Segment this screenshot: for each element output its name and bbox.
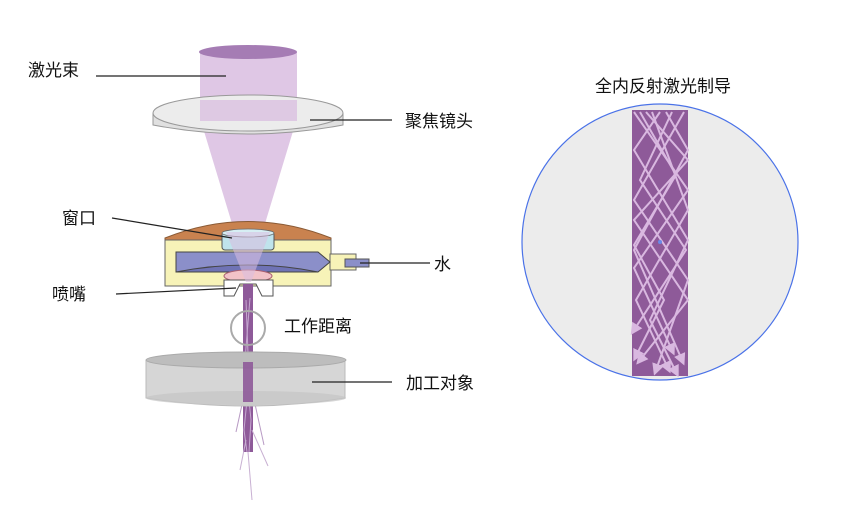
focus-lens-label: 聚焦镜头 [405, 112, 473, 132]
laser-beam-label: 激光束 [28, 61, 79, 81]
window-leader [111, 217, 233, 239]
window-label: 窗口 [62, 209, 96, 229]
workpiece-label: 加工对象 [406, 374, 474, 394]
nozzle-label: 喷嘴 [52, 285, 86, 305]
working-distance-marker [230, 310, 266, 346]
nozzle-leader [115, 287, 237, 295]
tir-waveguide [630, 110, 690, 378]
tir-title: 全内反射激光制导 [595, 77, 731, 97]
workpiece [145, 351, 347, 407]
laser-beam-top [199, 45, 297, 59]
focus-lens [152, 94, 344, 135]
working-distance-label: 工作距离 [284, 317, 352, 337]
water-label: 水 [434, 255, 451, 275]
